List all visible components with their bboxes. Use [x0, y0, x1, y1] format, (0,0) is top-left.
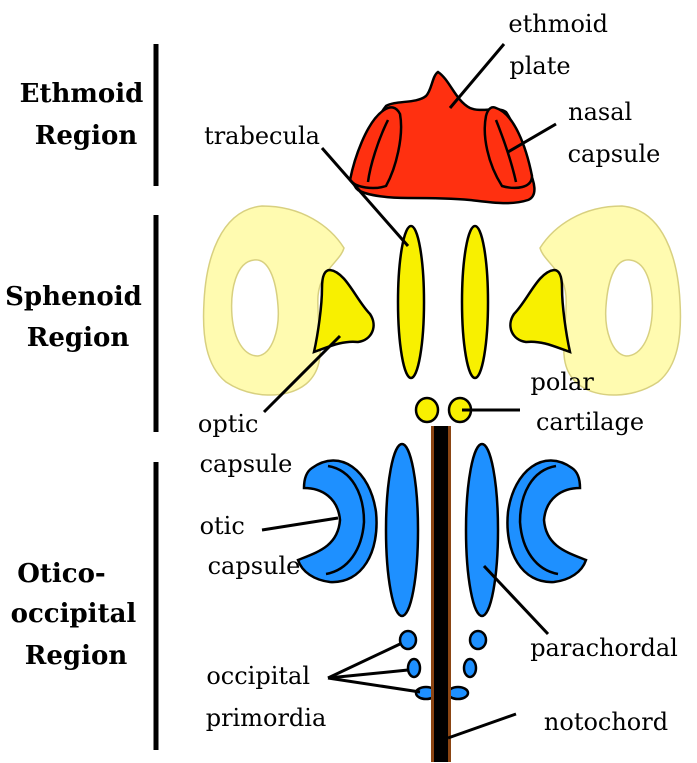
trabecula-label: trabecula — [204, 122, 320, 150]
ethmoid-plate-label: ethmoid plate — [508, 10, 615, 80]
otic-capsule-leader — [262, 518, 338, 530]
parachordal-right — [466, 444, 498, 616]
occipital-primordium-3 — [408, 659, 420, 677]
occipital-primordium-2 — [470, 631, 486, 649]
optic-capsule-right-piece — [510, 270, 570, 352]
trabecula-left — [398, 226, 424, 378]
otic-capsule-label: otic capsule — [200, 512, 301, 580]
occipital-primordia-label: occipital primordia — [206, 662, 327, 732]
ethmoid-plate-leader — [450, 44, 504, 108]
parachordal-label: parachordal — [530, 634, 678, 662]
notochord — [434, 426, 448, 762]
trabecula-right — [462, 226, 488, 378]
occipital-leader-3 — [328, 678, 420, 692]
ethmoid-region-label: Ethmoid Region — [20, 79, 153, 151]
polar-cartilage-left — [416, 398, 438, 422]
occipital-primordium-1 — [400, 631, 416, 649]
otico-region-label: Otico- occipital Region — [11, 559, 146, 671]
optic-capsule-left-piece — [314, 270, 374, 352]
occipital-primordium-4 — [464, 659, 476, 677]
notochord-leader — [448, 714, 516, 738]
nasal-capsule-label: nasal capsule — [568, 98, 661, 168]
sphenoid-region-label: Sphenoid Region — [5, 282, 151, 353]
parachordal-left — [386, 444, 418, 616]
notochord-label: notochord — [544, 708, 668, 736]
optic-capsule-label: optic capsule — [198, 410, 292, 478]
